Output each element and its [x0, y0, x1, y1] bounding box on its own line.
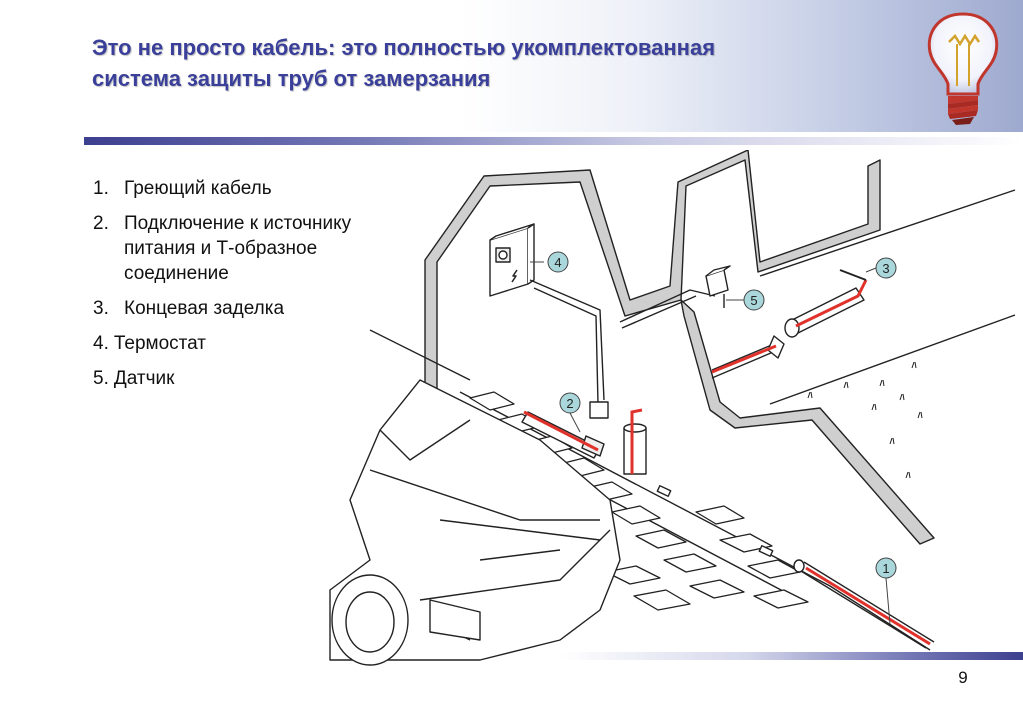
pipe-system-diagram: 4 5 3 2 1 — [329, 150, 1016, 666]
footer-rule — [560, 652, 1023, 660]
lightbulb-icon — [927, 12, 999, 125]
title-rule — [84, 137, 1023, 145]
callout-5 — [743, 289, 765, 311]
lower-pipe — [521, 401, 647, 475]
callout-3-label: 3 — [882, 261, 889, 276]
heating-cable — [523, 269, 931, 646]
list-item-text: Концевая заделка — [124, 298, 285, 319]
list-item-text: Подключение к источнику питания и Т-обра… — [124, 213, 352, 284]
list-item: 5. Датчик — [93, 366, 423, 391]
buried-pipe — [793, 559, 935, 649]
callout-1 — [875, 557, 897, 579]
page-number: 9 — [958, 668, 968, 687]
callout-2-label: 2 — [566, 396, 573, 411]
list-item-text: Датчик — [113, 368, 175, 389]
slide-title: Это не просто кабель: это полностью уком… — [92, 32, 852, 94]
list-item-number: 1. — [93, 178, 109, 199]
title-line-2: система защиты труб от замерзания — [92, 66, 491, 91]
callout-5-label: 5 — [750, 293, 757, 308]
callout-2 — [559, 392, 581, 414]
grass — [807, 361, 923, 479]
thermostat-box-icon — [489, 223, 535, 297]
title-line-1: Это не просто кабель: это полностью уком… — [92, 35, 716, 60]
list-item-text: Термостат — [113, 333, 207, 354]
paving-tiles — [469, 391, 809, 611]
lightning-icon — [511, 269, 518, 283]
list-item-number: 4. — [93, 333, 109, 354]
list-item: 4. Термостат — [93, 331, 423, 356]
callout-4 — [547, 251, 569, 273]
list-item-number: 2. — [93, 213, 109, 234]
list-item: 3. Концевая заделка — [93, 296, 423, 321]
list-item-text: Греющий кабель — [124, 178, 272, 199]
list-item: 1. Греющий кабель — [93, 176, 423, 201]
sensor-box — [705, 265, 731, 308]
callout-1-label: 1 — [882, 561, 889, 576]
foundation-wall — [424, 150, 881, 393]
car — [329, 379, 621, 666]
callout-4-label: 4 — [554, 255, 561, 270]
callouts: 4 5 3 2 1 — [530, 251, 897, 625]
list-item: 2. Подключение к источнику питания и Т-о… — [93, 211, 423, 286]
components-list: 1. Греющий кабель 2. Подключение к источ… — [93, 176, 423, 401]
header-background — [0, 0, 1023, 132]
list-item-number: 3. — [93, 298, 109, 319]
trench-wall — [680, 299, 935, 545]
callout-3 — [875, 257, 897, 279]
upper-pipe — [711, 287, 865, 379]
list-item-number: 5. — [93, 368, 109, 389]
